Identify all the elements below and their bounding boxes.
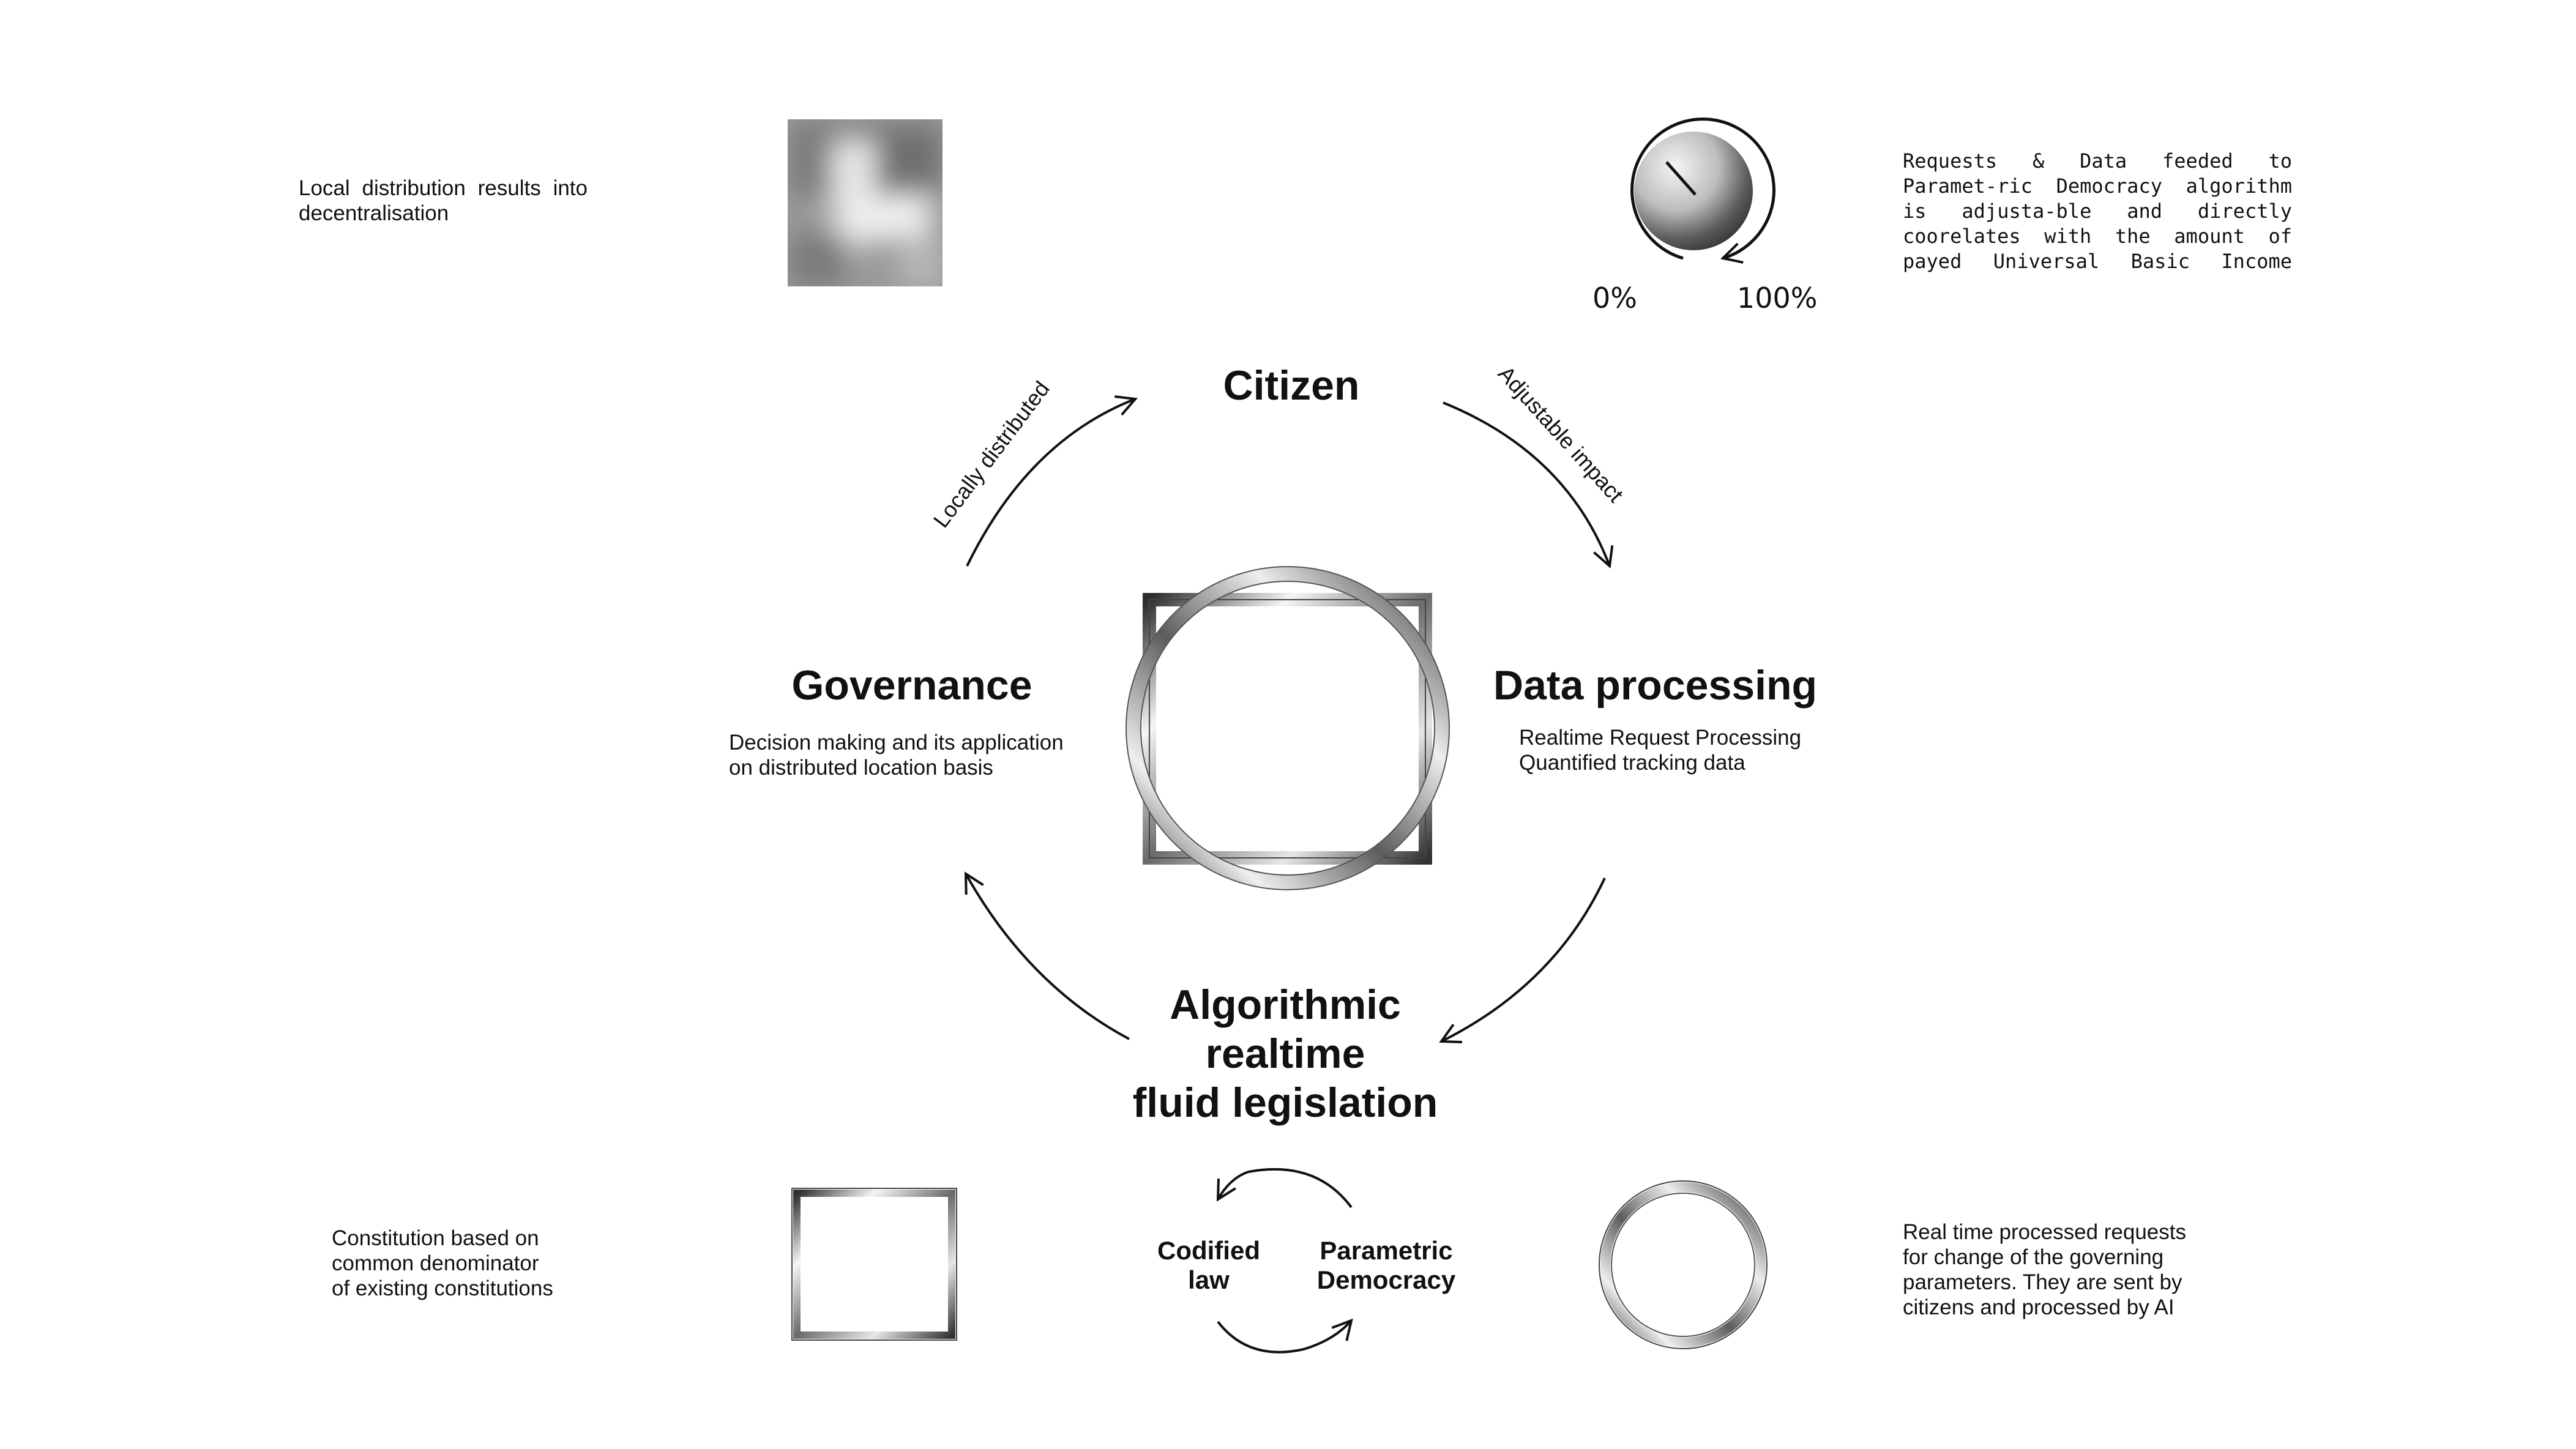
uci-adjust-dial — [1630, 117, 1775, 264]
center-frame-ring-emblem — [1126, 566, 1450, 890]
dial-max-label: 100% — [1737, 281, 1818, 315]
mini-arrow-bottom — [1217, 1318, 1353, 1354]
node-algorithmic-legislation: Algorithmic realtime fluid legislation — [1132, 982, 1438, 1126]
arrow-citizen-to-data-processing — [1443, 401, 1614, 568]
note-constitution: Constitution based on common denominator… — [332, 1226, 553, 1300]
requests-ring-icon — [1599, 1180, 1768, 1349]
mini-arrow-top — [1216, 1168, 1353, 1209]
note-decentralisation: Local distribution results into decentra… — [299, 176, 588, 225]
arrow-data-processing-to-legislation — [1439, 877, 1606, 1043]
mini-cycle-codified-law: Codified law — [1157, 1236, 1260, 1294]
blurred-thumbnail-image — [788, 119, 943, 286]
node-governance-description: Decision making and its application on d… — [729, 731, 1064, 780]
node-citizen: Citizen — [1223, 362, 1360, 409]
dial-min-label: 0% — [1592, 281, 1637, 315]
arrow-governance-to-citizen — [966, 395, 1138, 567]
arc-label-locally-distributed: Locally distributed — [928, 376, 1055, 532]
node-data-processing-description: Realtime Request Processing Quantified t… — [1519, 726, 1802, 775]
arrow-legislation-to-governance — [964, 871, 1130, 1040]
node-governance-title: Governance — [791, 662, 1032, 709]
node-data-processing-title: Data processing — [1493, 662, 1818, 709]
mini-cycle-parametric-democracy: Parametric Democracy — [1316, 1236, 1456, 1294]
constitution-frame-icon — [791, 1188, 957, 1341]
note-realtime-requests: Real time processed requests for change … — [1903, 1220, 2186, 1319]
note-uci-parametric-input: Requests & Data feeded to Paramet-ric De… — [1903, 149, 2292, 273]
